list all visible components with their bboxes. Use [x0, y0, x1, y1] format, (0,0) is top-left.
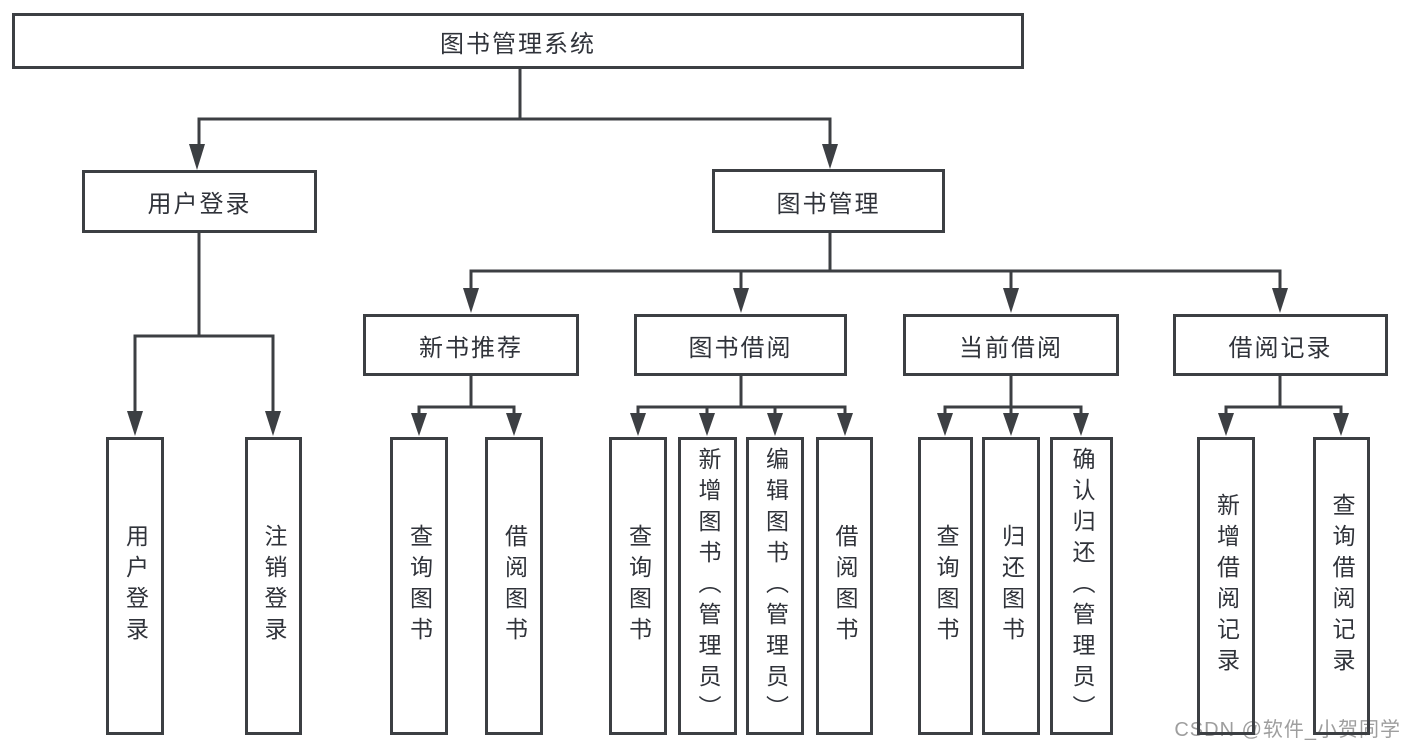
arrowhead	[1073, 413, 1089, 436]
connector-level3-bar	[469, 269, 1282, 294]
leaf-logout-label: 注销登录	[261, 524, 287, 648]
arrowhead	[937, 413, 953, 436]
node-borrowing-records: 借阅记录	[1173, 314, 1388, 376]
connector-level2-bar	[197, 117, 832, 150]
arrowhead	[1218, 413, 1234, 436]
node-current-borrowing-label: 当前借阅	[959, 334, 1063, 362]
node-user-login: 用户登录	[82, 170, 317, 233]
node-book-management: 图书管理	[712, 169, 945, 233]
arrowhead	[1272, 288, 1288, 313]
node-library-management-system-label: 图书管理系统	[440, 30, 596, 58]
node-current-borrowing: 当前借阅	[903, 314, 1119, 376]
arrowhead	[265, 411, 281, 436]
arrowhead	[1003, 288, 1019, 313]
leaf-return-books: 归还图书	[982, 437, 1040, 735]
leaf-borrow-books-recommend-label: 借阅图书	[501, 524, 528, 648]
leaf-query-books-current: 查询图书	[918, 437, 973, 735]
node-library-management-system: 图书管理系统	[12, 13, 1024, 69]
leaf-query-borrow-record-label: 查询借阅记录	[1329, 493, 1355, 679]
watermark-text: CSDN @软件_小贺同学	[1174, 719, 1401, 741]
connector-group4-bar	[1224, 405, 1343, 418]
node-new-book-recommend: 新书推荐	[363, 314, 579, 376]
leaf-query-books-borrow: 查询图书	[609, 437, 667, 735]
leaf-add-borrow-record-label: 新增借阅记录	[1213, 493, 1240, 679]
leaf-add-books-admin-label: 新增图书（管理员）	[695, 446, 721, 726]
node-book-management-label: 图书管理	[776, 190, 881, 218]
leaf-add-books-admin: 新增图书（管理员）	[678, 437, 737, 735]
connector-group3-bar	[943, 405, 1083, 418]
arrowhead	[506, 413, 522, 436]
leaf-query-borrow-record: 查询借阅记录	[1313, 437, 1370, 735]
arrowhead	[189, 144, 205, 170]
arrowhead	[1003, 413, 1019, 436]
leaf-logout: 注销登录	[245, 437, 302, 735]
arrowhead	[733, 288, 749, 313]
arrowhead	[1333, 413, 1349, 436]
connector-group2-bar	[636, 405, 847, 418]
arrowhead	[463, 288, 479, 313]
arrowhead	[127, 411, 143, 436]
arrowhead	[411, 413, 427, 436]
leaf-query-books-recommend: 查询图书	[390, 437, 448, 735]
node-book-borrowing-label: 图书借阅	[688, 334, 793, 362]
leaf-borrow-books-label: 借阅图书	[832, 524, 858, 648]
arrowhead	[837, 413, 853, 436]
leaf-return-books-label: 归还图书	[998, 524, 1025, 648]
leaf-add-borrow-record: 新增借阅记录	[1197, 437, 1255, 735]
node-borrowing-records-label: 借阅记录	[1228, 334, 1333, 362]
node-new-book-recommend-label: 新书推荐	[419, 334, 523, 362]
leaf-edit-books-admin-label: 编辑图书（管理员）	[762, 446, 789, 726]
leaf-query-books-current-label: 查询图书	[933, 524, 959, 648]
arrowhead	[699, 413, 715, 436]
arrowhead	[630, 413, 646, 436]
leaf-edit-books-admin: 编辑图书（管理员）	[746, 437, 804, 735]
connector-group1-bar	[417, 405, 516, 418]
leaf-confirm-return-admin: 确认归还（管理员）	[1050, 437, 1113, 735]
node-user-login-label: 用户登录	[147, 191, 252, 218]
leaf-query-books-borrow-label: 查询图书	[625, 524, 652, 648]
arrowhead	[767, 413, 783, 436]
leaf-borrow-books: 借阅图书	[816, 437, 873, 735]
connector-login-bar	[133, 334, 275, 415]
leaf-user-login: 用户登录	[106, 437, 164, 735]
leaf-confirm-return-admin-label: 确认归还（管理员）	[1069, 446, 1095, 726]
leaf-user-login-label: 用户登录	[122, 524, 149, 648]
leaf-query-books-recommend-label: 查询图书	[406, 524, 433, 648]
arrowhead	[822, 144, 838, 169]
leaf-borrow-books-recommend: 借阅图书	[485, 437, 543, 735]
node-book-borrowing: 图书借阅	[634, 314, 847, 376]
